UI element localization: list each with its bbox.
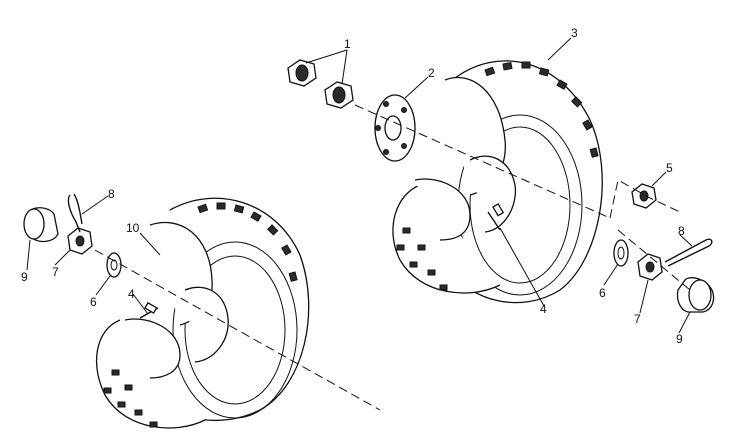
callout-9-right: 9 <box>676 332 683 346</box>
callout-6-left: 6 <box>90 295 97 309</box>
hub-cap <box>23 207 59 243</box>
cotter-pin <box>664 238 713 267</box>
castle-nut <box>637 253 663 281</box>
axle-nut <box>631 183 657 209</box>
callout-7-right: 7 <box>634 312 641 326</box>
hub-plate <box>374 94 416 162</box>
callout-8-right: 8 <box>678 224 685 238</box>
callout-1: 1 <box>344 37 351 51</box>
leader-lines <box>26 37 693 334</box>
callout-6-right: 6 <box>599 286 606 300</box>
callout-4-left: 4 <box>128 287 135 301</box>
callout-5: 5 <box>666 161 673 175</box>
callout-8-left: 8 <box>108 187 115 201</box>
hub-cap <box>676 277 715 313</box>
washer <box>613 239 629 267</box>
callout-labels: 1 2 3 4 5 6 7 8 9 10 4 6 7 8 9 <box>21 26 685 346</box>
callout-9-left: 9 <box>21 270 28 284</box>
left-tire <box>95 197 310 429</box>
callout-2: 2 <box>428 66 435 80</box>
lug-nut <box>287 59 354 109</box>
washer <box>106 252 122 278</box>
wheel-stud <box>487 203 505 231</box>
callout-4-right: 4 <box>540 302 547 316</box>
callout-10: 10 <box>126 221 140 235</box>
cotter-pin <box>67 193 83 233</box>
castle-nut <box>67 227 93 255</box>
wheel-stud <box>139 301 159 319</box>
right-tire <box>392 60 603 304</box>
callout-3: 3 <box>571 26 578 40</box>
callout-7-left: 7 <box>52 265 59 279</box>
